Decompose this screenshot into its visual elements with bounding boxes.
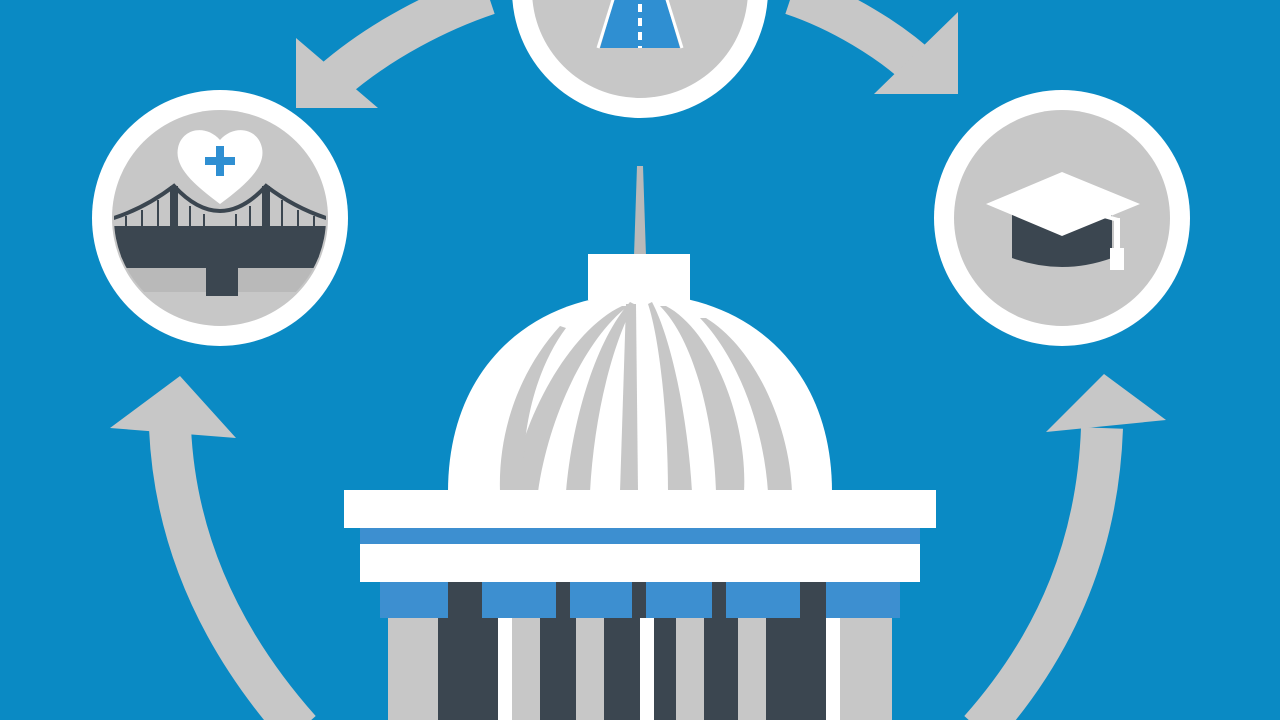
arrow-head-top-left — [296, 38, 378, 108]
cornice — [344, 490, 936, 528]
plus-icon — [205, 146, 235, 176]
arrow-right-body — [964, 427, 1123, 720]
cupola — [588, 254, 690, 300]
arrow-top-left-body — [318, 0, 495, 98]
arrow-head-left — [110, 376, 236, 438]
road-icon — [512, 0, 768, 118]
spire — [634, 166, 646, 256]
arrow-head-right — [1046, 374, 1166, 432]
arrow-left-body — [149, 426, 316, 720]
arrow-head-top-right — [874, 12, 958, 94]
frieze — [360, 544, 920, 582]
health-bridge-icon — [92, 90, 348, 346]
columns — [388, 618, 892, 720]
capitol-dome-icon — [344, 166, 936, 720]
graduation-cap-icon — [934, 90, 1190, 346]
